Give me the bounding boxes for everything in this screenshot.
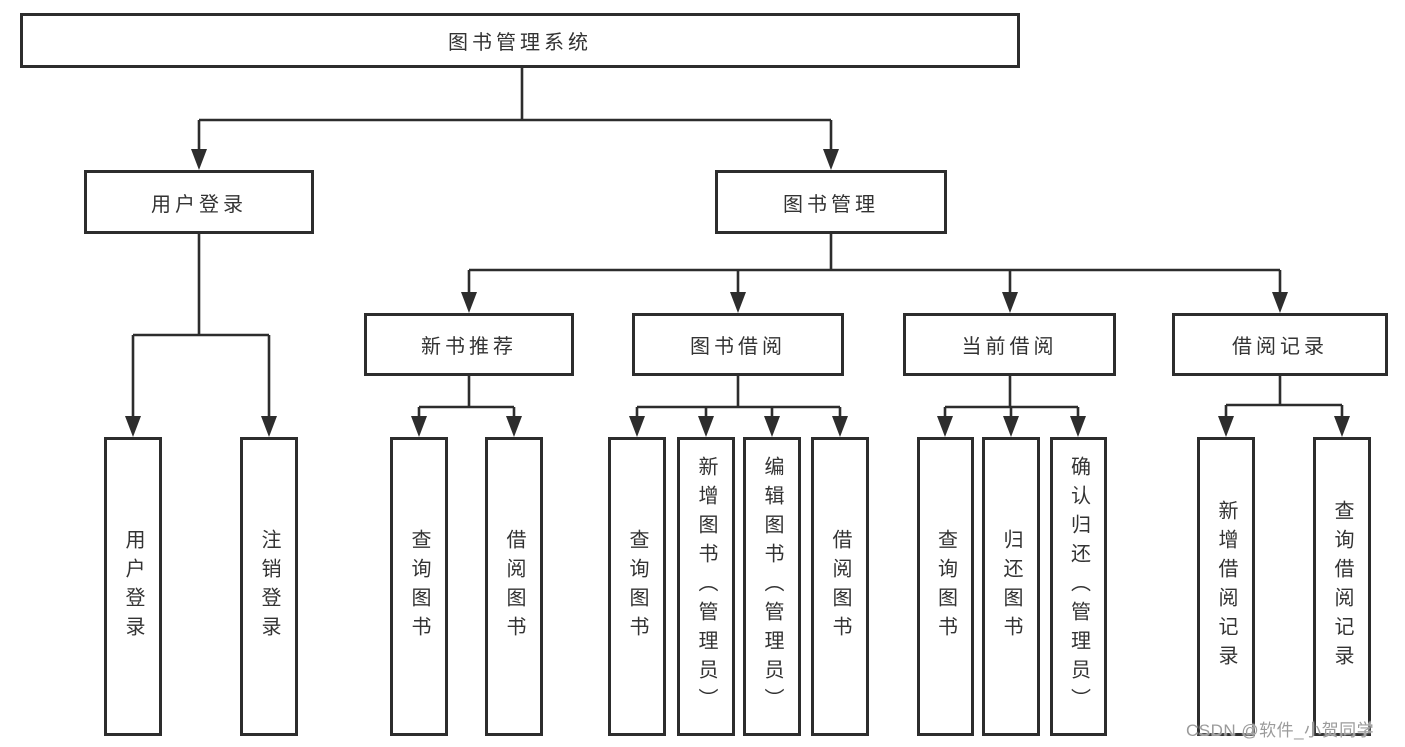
leaf-add-borrow-record-label: 新增借阅记录	[1215, 499, 1237, 674]
leaf-borrow-books: 借阅图书	[811, 437, 869, 736]
node-root-label: 图书管理系统	[448, 32, 592, 54]
leaf-query-books-borrow-label: 查询图书	[626, 528, 648, 645]
leaf-query-borrow-record-label: 查询借阅记录	[1331, 499, 1353, 674]
leaf-edit-books-admin: 编辑图书（管理员）	[743, 437, 801, 736]
leaf-user-login-label: 用户登录	[122, 528, 144, 645]
leaf-add-borrow-record: 新增借阅记录	[1197, 437, 1255, 736]
leaf-query-books-current-label: 查询图书	[934, 528, 957, 645]
leaf-return-books: 归还图书	[982, 437, 1040, 736]
leaf-edit-books-admin-label: 编辑图书（管理员）	[761, 456, 783, 717]
node-new-book-recommend: 新书推荐	[364, 313, 574, 376]
leaf-logout-label: 注销登录	[258, 528, 280, 645]
node-borrow-records-label: 借阅记录	[1232, 336, 1328, 358]
node-book-borrow-label: 图书借阅	[690, 336, 786, 358]
node-user-login: 用户登录	[84, 170, 314, 234]
leaf-query-books-recommend: 查询图书	[390, 437, 448, 736]
leaf-confirm-return-admin: 确认归还（管理员）	[1050, 437, 1107, 736]
leaf-borrow-books-recommend: 借阅图书	[485, 437, 543, 736]
leaf-borrow-books-recommend-label: 借阅图书	[503, 528, 525, 645]
leaf-query-books-current: 查询图书	[917, 437, 974, 736]
leaf-return-books-label: 归还图书	[1000, 528, 1022, 645]
node-book-management-label: 图书管理	[783, 193, 879, 216]
node-new-book-recommend-label: 新书推荐	[421, 336, 517, 358]
leaf-confirm-return-admin-label: 确认归还（管理员）	[1067, 456, 1090, 717]
node-book-management: 图书管理	[715, 170, 947, 234]
node-root: 图书管理系统	[20, 13, 1020, 68]
node-borrow-records: 借阅记录	[1172, 313, 1388, 376]
leaf-query-books-recommend-label: 查询图书	[408, 528, 430, 645]
leaf-query-books-borrow: 查询图书	[608, 437, 666, 736]
leaf-add-books-admin-label: 新增图书（管理员）	[695, 456, 717, 717]
leaf-user-login: 用户登录	[104, 437, 162, 736]
leaf-query-borrow-record: 查询借阅记录	[1313, 437, 1371, 736]
node-user-login-label: 用户登录	[151, 193, 247, 216]
watermark: CSDN @软件_小贺同学	[1186, 721, 1375, 740]
leaf-logout: 注销登录	[240, 437, 298, 736]
node-current-borrow-label: 当前借阅	[961, 336, 1058, 358]
leaf-borrow-books-label: 借阅图书	[829, 528, 851, 645]
node-book-borrow: 图书借阅	[632, 313, 844, 376]
node-current-borrow: 当前借阅	[903, 313, 1116, 376]
leaf-add-books-admin: 新增图书（管理员）	[677, 437, 735, 736]
